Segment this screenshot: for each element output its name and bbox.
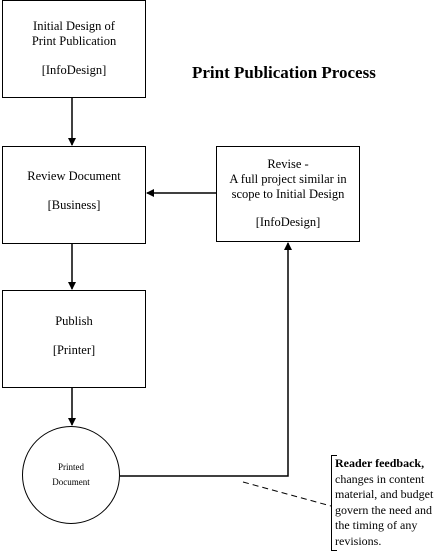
review-document-box: Review Document [Business] [2,146,146,244]
publish-label: Publish [55,314,93,328]
note-line-1: changes in content [335,471,425,486]
revise-role: [InfoDesign] [255,215,321,229]
note-callout-line [242,481,332,507]
initial-design-line2: Print Publication [31,34,117,48]
initial-design-role: [InfoDesign] [41,63,107,77]
reader-feedback-note: Reader feedback, changes in content mate… [335,456,435,549]
diagram-title: Print Publication Process [192,63,376,82]
revise-line1: Revise - [267,157,309,171]
note-line-4: the timing of any [335,518,418,532]
note-heading: Reader feedback, [335,456,425,470]
note-bracket [331,455,337,551]
arrow-printed-to-revise [120,242,292,477]
printed-document-line1: Printed [58,462,84,472]
revise-line3: scope to Initial Design [231,187,345,201]
publish-role: [Printer] [52,343,96,357]
note-line-2: material, and budget [335,487,434,501]
note-line-5: revisions. [335,533,382,548]
printed-document-line2: Document [52,477,90,487]
printed-document-circle: Printed Document [22,426,120,524]
review-document-role: [Business] [47,198,101,212]
revise-line2: A full project similar in [229,172,347,186]
initial-design-box: Initial Design of Print Publication [Inf… [2,0,146,98]
revise-box: Revise - A full project similar in scope… [216,146,360,242]
review-document-label: Review Document [27,169,121,183]
initial-design-line1: Initial Design of [33,19,115,33]
note-line-3: govern the need and [335,502,432,517]
publish-box: Publish [Printer] [2,290,146,388]
